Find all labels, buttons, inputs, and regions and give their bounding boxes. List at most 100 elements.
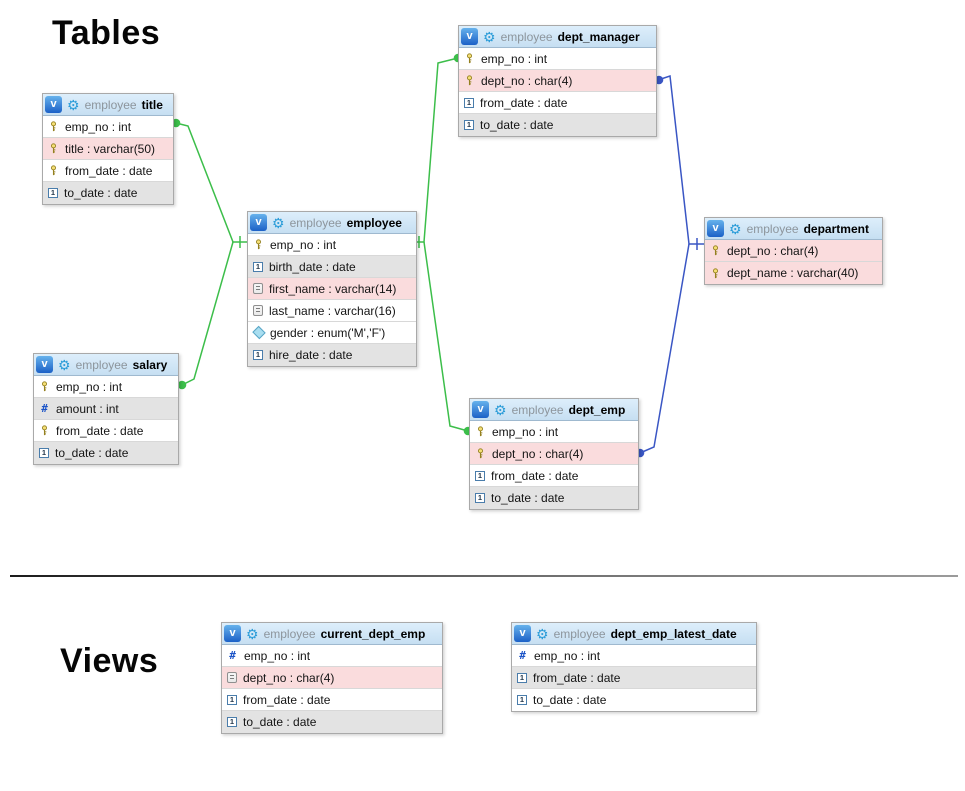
column-label: from_date : date: [533, 670, 621, 685]
column-row: 1 to_date : date: [459, 114, 656, 136]
column-label: from_date : date: [65, 163, 153, 178]
gear-icon: ⚙: [483, 28, 496, 45]
table-header[interactable]: v ⚙ employee dept_emp_latest_date: [512, 623, 756, 645]
table-header[interactable]: v ⚙ employee department: [705, 218, 882, 240]
primary-key-icon: [48, 165, 59, 176]
column-label: from_date : date: [243, 692, 331, 707]
column-label: emp_no : int: [65, 119, 132, 134]
relation-endpoint-dot: [177, 380, 187, 390]
column-row: 1 from_date : date: [512, 667, 756, 689]
column-label: hire_date : date: [269, 348, 353, 362]
table-header[interactable]: v ⚙ employee salary: [34, 354, 178, 376]
column-label: title : varchar(50): [65, 141, 156, 156]
date-icon: 1: [517, 695, 527, 705]
column-label: gender : enum('M','F'): [270, 325, 386, 340]
text-icon: [227, 672, 237, 683]
primary-key-icon: [464, 75, 475, 86]
column-row: from_date : date: [43, 160, 173, 182]
table-employee[interactable]: v ⚙ employee employee emp_no : int 1 bir…: [247, 211, 417, 367]
column-label: from_date : date: [480, 95, 568, 110]
column-row: dept_no : char(4): [470, 443, 638, 465]
date-icon: 1: [464, 120, 474, 130]
column-row: emp_no : int: [43, 116, 173, 138]
column-row: emp_no : int: [459, 48, 656, 70]
column-row: emp_no : int: [470, 421, 638, 443]
schema-name: employee: [75, 357, 128, 372]
column-row: dept_no : char(4): [459, 70, 656, 92]
primary-key-icon: [464, 53, 475, 64]
relation-line-deptemp-employee: [423, 241, 469, 432]
table-header[interactable]: v ⚙ employee dept_manager: [459, 26, 656, 48]
date-icon: 1: [475, 493, 485, 503]
column-row: # amount : int: [34, 398, 178, 420]
column-label: emp_no : int: [481, 51, 548, 66]
column-label: emp_no : int: [534, 648, 601, 663]
date-icon: 1: [253, 350, 263, 360]
table-dept-emp[interactable]: v ⚙ employee dept_emp emp_no : int dept_…: [469, 398, 639, 510]
view-badge-icon: v: [45, 96, 62, 113]
schema-name: employee: [500, 29, 553, 44]
column-label: emp_no : int: [56, 379, 123, 394]
date-icon: 1: [464, 97, 474, 108]
view-badge-icon: v: [514, 625, 531, 642]
column-row: emp_no : int: [248, 234, 416, 256]
primary-key-icon: [475, 448, 486, 459]
schema-name: employee: [511, 402, 564, 417]
table-dept-manager[interactable]: v ⚙ employee dept_manager emp_no : int d…: [458, 25, 657, 137]
view-badge-icon: v: [461, 28, 478, 45]
view-badge-icon: v: [472, 401, 489, 418]
table-header[interactable]: v ⚙ employee employee: [248, 212, 416, 234]
table-salary[interactable]: v ⚙ employee salary emp_no : int # amoun…: [33, 353, 179, 465]
column-label: dept_no : char(4): [481, 73, 573, 88]
schema-name: employee: [289, 215, 342, 230]
gear-icon: ⚙: [246, 625, 259, 642]
column-label: birth_date : date: [269, 259, 356, 274]
column-label: to_date : date: [55, 446, 129, 460]
relation-line-deptmanager-department: [657, 74, 704, 245]
view-current-dept-emp[interactable]: v ⚙ employee current_dept_emp # emp_no :…: [221, 622, 443, 734]
column-label: to_date : date: [533, 693, 607, 707]
column-label: to_date : date: [64, 186, 138, 200]
column-row: first_name : varchar(14): [248, 278, 416, 300]
column-label: dept_no : char(4): [727, 243, 819, 258]
column-row: 1 from_date : date: [470, 465, 638, 487]
table-department[interactable]: v ⚙ employee department dept_no : char(4…: [704, 217, 883, 285]
column-label: to_date : date: [480, 118, 554, 132]
column-row: 1 to_date : date: [43, 182, 173, 204]
table-header[interactable]: v ⚙ employee current_dept_emp: [222, 623, 442, 645]
column-row: 1 birth_date : date: [248, 256, 416, 278]
gear-icon: ⚙: [58, 356, 71, 373]
column-row: 1 hire_date : date: [248, 344, 416, 366]
column-row: # emp_no : int: [512, 645, 756, 667]
column-label: last_name : varchar(16): [269, 303, 396, 318]
column-label: emp_no : int: [244, 648, 311, 663]
schema-name: employee: [84, 97, 137, 112]
primary-key-icon: [475, 426, 486, 437]
column-row: last_name : varchar(16): [248, 300, 416, 322]
column-label: first_name : varchar(14): [269, 281, 397, 296]
table-name: department: [803, 221, 869, 236]
column-label: from_date : date: [491, 468, 579, 483]
view-dept-emp-latest-date[interactable]: v ⚙ employee dept_emp_latest_date # emp_…: [511, 622, 757, 712]
primary-key-icon: [39, 381, 50, 392]
column-row: from_date : date: [34, 420, 178, 442]
date-icon: 1: [475, 470, 485, 481]
column-label: from_date : date: [56, 423, 144, 438]
text-icon: [253, 305, 263, 316]
table-header[interactable]: v ⚙ employee title: [43, 94, 173, 116]
column-row: 1 to_date : date: [34, 442, 178, 464]
section-divider: [10, 575, 958, 577]
date-icon: 1: [48, 188, 58, 198]
table-name: salary: [132, 357, 168, 372]
table-header[interactable]: v ⚙ employee dept_emp: [470, 399, 638, 421]
views-heading: Views: [60, 642, 159, 680]
gear-icon: ⚙: [536, 625, 549, 642]
column-label: emp_no : int: [492, 424, 559, 439]
table-title[interactable]: v ⚙ employee title emp_no : int title : …: [42, 93, 174, 205]
primary-key-icon: [710, 245, 721, 256]
column-row: title : varchar(50): [43, 138, 173, 160]
table-name: current_dept_emp: [320, 626, 426, 641]
column-label: to_date : date: [491, 491, 565, 505]
